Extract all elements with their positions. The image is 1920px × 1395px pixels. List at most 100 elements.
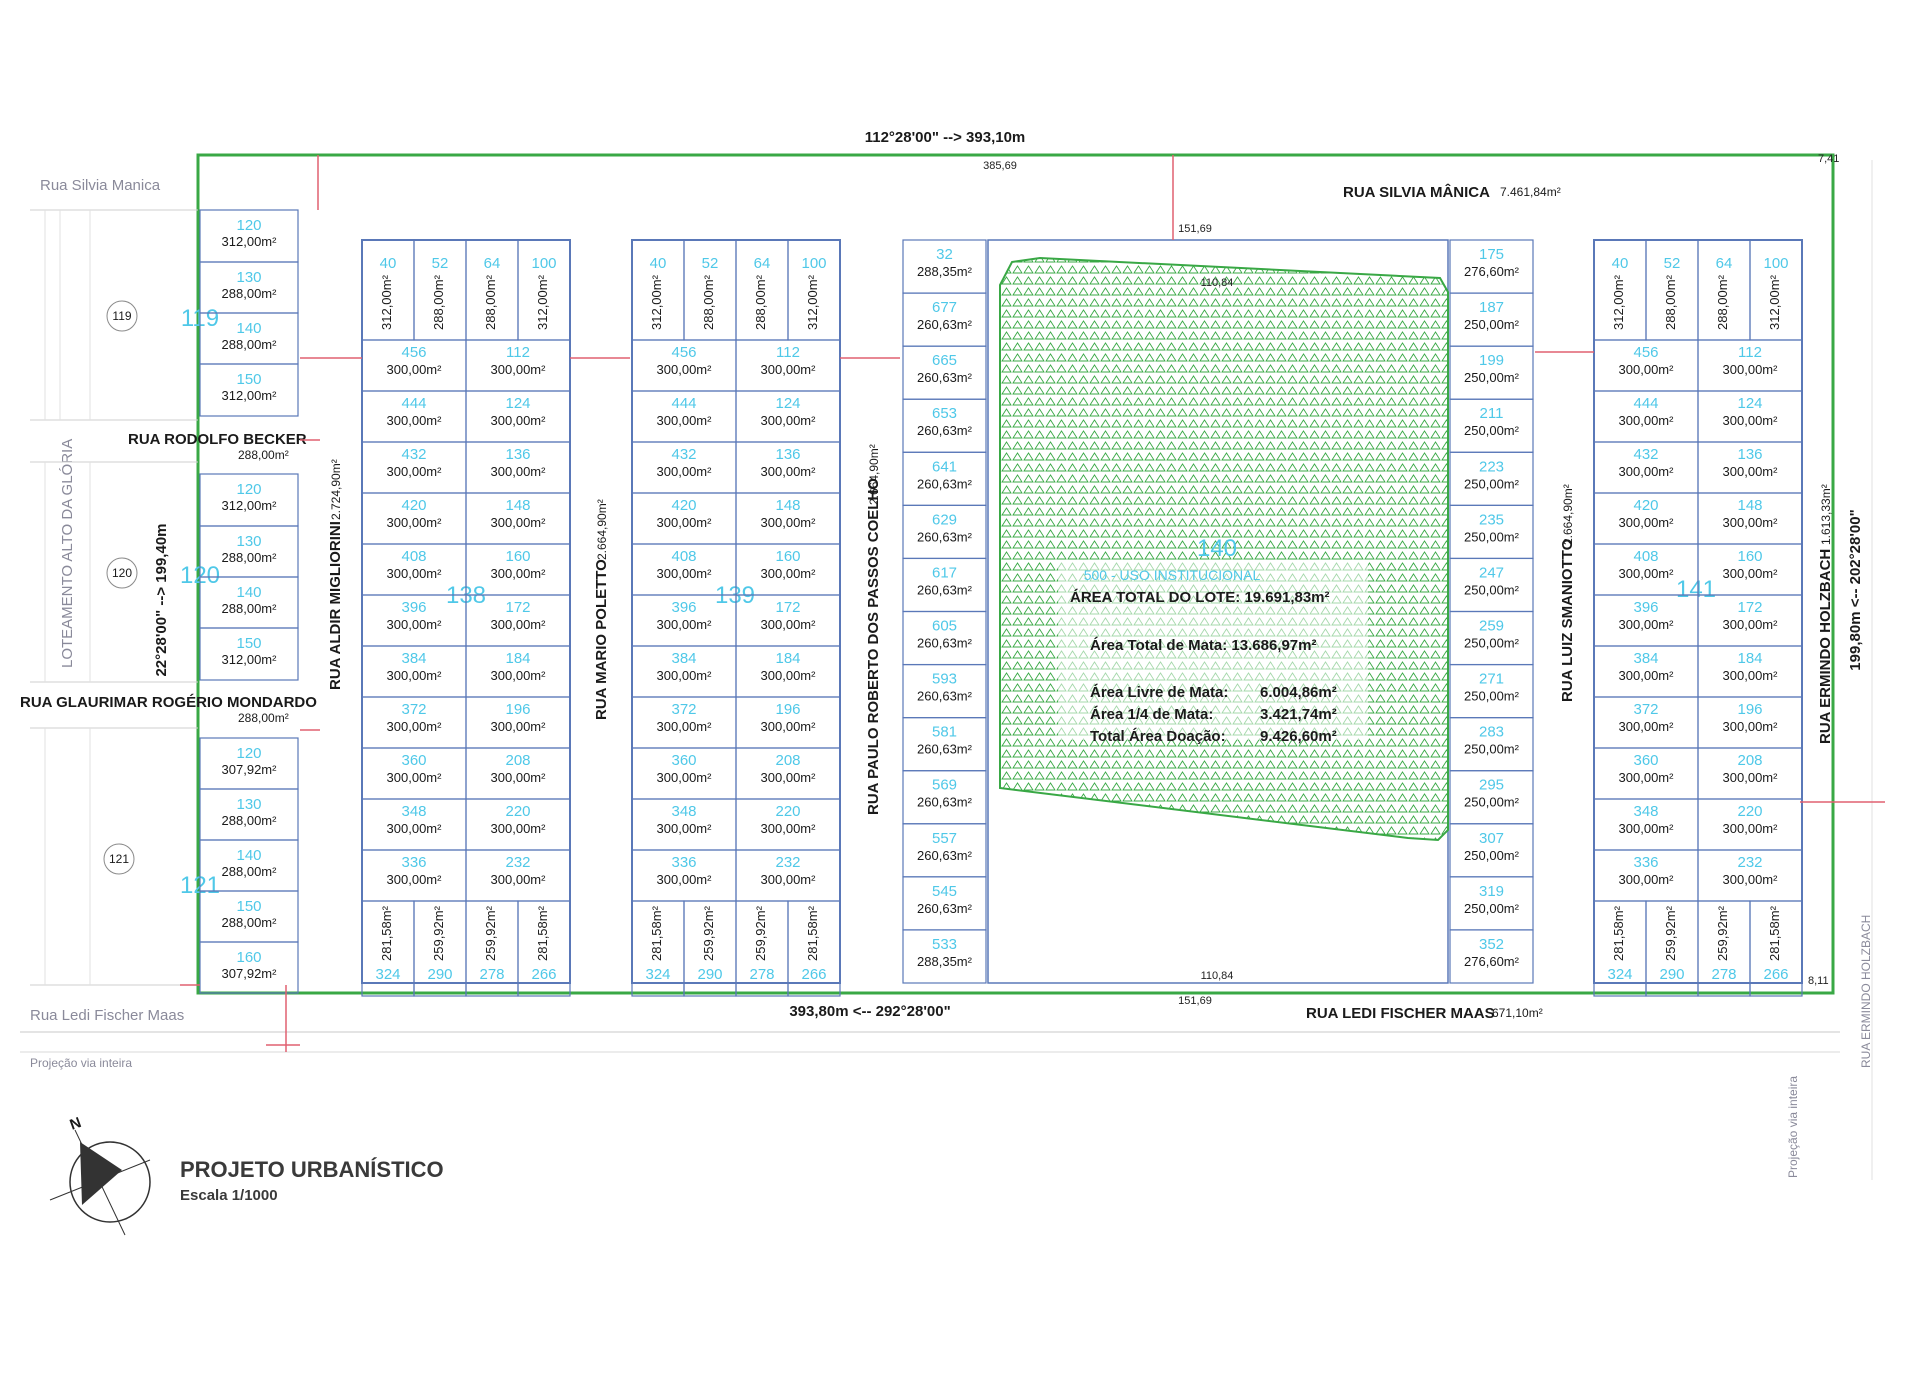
lot-cell xyxy=(517,900,571,997)
lot-area: 259,92m² xyxy=(483,905,498,961)
lot-number: 223 xyxy=(1479,458,1504,475)
lot-area: 300,00m² xyxy=(491,362,547,377)
lot-area: 259,92m² xyxy=(431,905,446,961)
lot-area: 260,63m² xyxy=(917,476,973,491)
lot-area: 281,58m² xyxy=(535,905,550,961)
lot-area: 300,00m² xyxy=(1723,872,1779,887)
lot-number: 372 xyxy=(671,701,696,718)
lot-area: 250,00m² xyxy=(1464,423,1520,438)
top-bearing: 112°28'00" --> 393,10m xyxy=(865,129,1026,146)
lot-area: 312,00m² xyxy=(222,498,278,513)
lot-area: 300,00m² xyxy=(761,464,817,479)
lot-area: 300,00m² xyxy=(491,566,547,581)
street-luiz-area: 2.664,90m² xyxy=(1561,484,1575,545)
north-label: N xyxy=(68,1114,84,1134)
lot-number: 420 xyxy=(671,497,696,514)
lot-number: 266 xyxy=(531,966,556,983)
lot-number: 629 xyxy=(932,511,957,528)
lot-area: 300,00m² xyxy=(387,872,443,887)
lot-area: 312,00m² xyxy=(535,274,550,330)
lot-area: 250,00m² xyxy=(1464,742,1520,757)
lot-number: 120 xyxy=(236,217,261,234)
lot-area: 300,00m² xyxy=(1619,566,1675,581)
street-dim-bottom: 151,69 xyxy=(1178,995,1212,1007)
lot-number: 112 xyxy=(506,344,530,361)
lot-area: 281,58m² xyxy=(649,905,664,961)
project-scale: Escala 1/1000 xyxy=(180,1187,278,1204)
lot-cell xyxy=(199,627,299,681)
lot-number: 278 xyxy=(1711,966,1736,983)
lot-number: 100 xyxy=(531,255,556,272)
lot-number: 40 xyxy=(1612,255,1629,272)
lot-number: 352 xyxy=(1479,936,1504,953)
loteamento-label: LOTEAMENTO ALTO DA GLÓRIA xyxy=(59,439,76,668)
lot-number: 408 xyxy=(671,548,696,565)
lot-number: 220 xyxy=(1737,803,1762,820)
lot-area: 300,00m² xyxy=(1723,566,1779,581)
lot-cell xyxy=(199,941,299,994)
lot-area: 300,00m² xyxy=(491,719,547,734)
lot-number: 665 xyxy=(932,352,957,369)
lot-number: 456 xyxy=(1633,344,1658,361)
project-title: PROJETO URBANÍSTICO xyxy=(180,1157,444,1182)
lot-area: 260,63m² xyxy=(917,582,973,597)
lot-number: 136 xyxy=(1737,446,1762,463)
lot-area: 300,00m² xyxy=(1723,464,1779,479)
street-aldir-area: 2.724,90m² xyxy=(329,459,343,520)
lot-number: 112 xyxy=(1738,344,1762,361)
lot-number: 160 xyxy=(775,548,800,565)
lot-number: 64 xyxy=(1716,255,1733,272)
right-bearing: 199,80m <-- 202°28'00" xyxy=(1847,509,1864,670)
street-dim-top: 151,69 xyxy=(1178,223,1212,235)
street-ledi-area: 671,10m² xyxy=(1492,1006,1543,1020)
lot-area: 300,00m² xyxy=(761,668,817,683)
lot-number: 420 xyxy=(1633,497,1658,514)
lot-area: 250,00m² xyxy=(1464,689,1520,704)
lot-number: 384 xyxy=(401,650,426,667)
lot-area: 288,00m² xyxy=(1715,274,1730,330)
strip-left-lots: 32288,35m²677260,63m²665260,63m²653260,6… xyxy=(902,239,987,984)
lot-number: 160 xyxy=(1737,548,1762,565)
street-rodolfo-area: 288,00m² xyxy=(238,448,289,462)
lot-number: 172 xyxy=(505,599,530,616)
lot-area: 300,00m² xyxy=(387,362,443,377)
lot-area: 259,92m² xyxy=(1715,905,1730,961)
lot-number: 211 xyxy=(1480,405,1504,422)
lot-number: 112 xyxy=(776,344,800,361)
lot-area: 288,00m² xyxy=(222,550,278,565)
lot-area: 300,00m² xyxy=(491,770,547,785)
lot-number: 140 xyxy=(236,584,261,601)
lot-number: 172 xyxy=(775,599,800,616)
street-paulo: RUA PAULO ROBERTO DOS PASSOS COELHO xyxy=(865,478,882,815)
lot-area: 259,92m² xyxy=(701,905,716,961)
left-column-lots: 120312,00m²130288,00m²140288,00m²150312,… xyxy=(199,209,299,994)
lot-number: 266 xyxy=(801,966,826,983)
lot-number: 336 xyxy=(671,854,696,871)
svg-text:121: 121 xyxy=(109,852,129,866)
lot-number: 247 xyxy=(1479,564,1504,581)
lot-area: 300,00m² xyxy=(657,515,713,530)
bottom-bearing: 393,80m <-- 292°28'00" xyxy=(789,1003,950,1020)
lot-area: 300,00m² xyxy=(491,872,547,887)
lot-area: 300,00m² xyxy=(1723,719,1779,734)
lot-number: 593 xyxy=(932,671,957,688)
lot-number: 160 xyxy=(505,548,530,565)
lot-number: 324 xyxy=(1607,966,1632,983)
lot-number: 140 xyxy=(236,320,261,337)
lot-area: 300,00m² xyxy=(761,770,817,785)
lot-area: 300,00m² xyxy=(657,872,713,887)
lot-area: 300,00m² xyxy=(761,362,817,377)
lot-number: 456 xyxy=(671,344,696,361)
street-aldir: RUA ALDIR MIGLIORINI xyxy=(327,521,344,690)
lot-area: 281,58m² xyxy=(1611,905,1626,961)
lot-area: 250,00m² xyxy=(1464,901,1520,916)
street-ermindo-right: RUA ERMINDO HOLZBACH xyxy=(1859,915,1873,1068)
street-glaurimar-area: 288,00m² xyxy=(238,711,289,725)
lot-number: 220 xyxy=(775,803,800,820)
lot-area: 288,00m² xyxy=(431,274,446,330)
lot-number: 290 xyxy=(697,966,722,983)
lot-area: 260,63m² xyxy=(917,317,973,332)
lot-area: 288,00m² xyxy=(222,864,278,879)
lot-number: 100 xyxy=(1763,255,1788,272)
